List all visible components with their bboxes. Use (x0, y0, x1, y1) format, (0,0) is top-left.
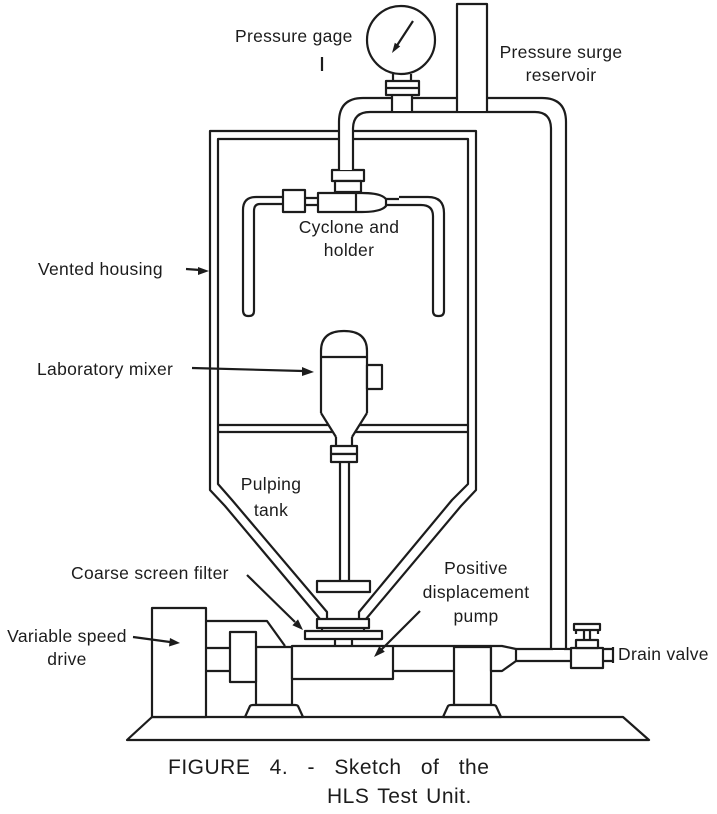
laboratory-mixer-assembly (315, 329, 384, 594)
pressure-gauge (320, 4, 437, 111)
label-positive-displacement-pump: Positive displacement pump (422, 558, 530, 626)
pump-body (290, 644, 395, 681)
label-vented-housing: Vented housing (38, 259, 163, 279)
label-coarse-screen-filter: Coarse screen filter (71, 563, 229, 583)
label-drain-valve: Drain valve (618, 644, 709, 664)
left-pedestal (254, 645, 294, 707)
mixer-impeller (315, 579, 372, 594)
gauge-needle-arrowhead (392, 42, 401, 53)
pump-drive-assembly (150, 606, 615, 719)
drain-valve-assembly (569, 622, 605, 670)
caption-line-2: HLS Test Unit. (327, 785, 472, 808)
right-pedestal (452, 645, 493, 707)
valve-bonnet (574, 638, 600, 650)
gauge-needle (395, 20, 414, 48)
label-laboratory-mixer: Laboratory mixer (37, 359, 174, 379)
pressure-surge-reservoir-pipe (455, 2, 489, 111)
downpipe-tee (553, 650, 564, 659)
coupling-block (228, 630, 258, 684)
caption-line-1: FIGURE 4. - Sketch of the (168, 756, 490, 779)
manifold-pipe (337, 96, 568, 660)
coarse-screen-filter-flanges (303, 617, 384, 646)
label-cyclone-and-holder: Cyclone and holder (298, 217, 400, 260)
valve-stem (582, 630, 592, 640)
base-plate (125, 715, 651, 742)
right-pedestal-foot (441, 703, 503, 719)
mixer-shaft (338, 462, 351, 581)
pump-nozzle (489, 644, 518, 673)
valve-handle (572, 622, 602, 632)
label-pulping-tank: Pulping tank (240, 474, 302, 520)
variable-speed-drive-box (150, 606, 208, 719)
valve-body (569, 646, 605, 670)
cyclone-assembly (241, 168, 446, 318)
left-pedestal-foot (243, 703, 305, 719)
label-pressure-surge-reservoir: Pressure surge reservoir (499, 42, 623, 85)
leader-arrows (132, 267, 421, 657)
label-pressure-gage: Pressure gage (235, 26, 353, 46)
label-variable-speed-drive: Variable speed drive (7, 626, 127, 669)
